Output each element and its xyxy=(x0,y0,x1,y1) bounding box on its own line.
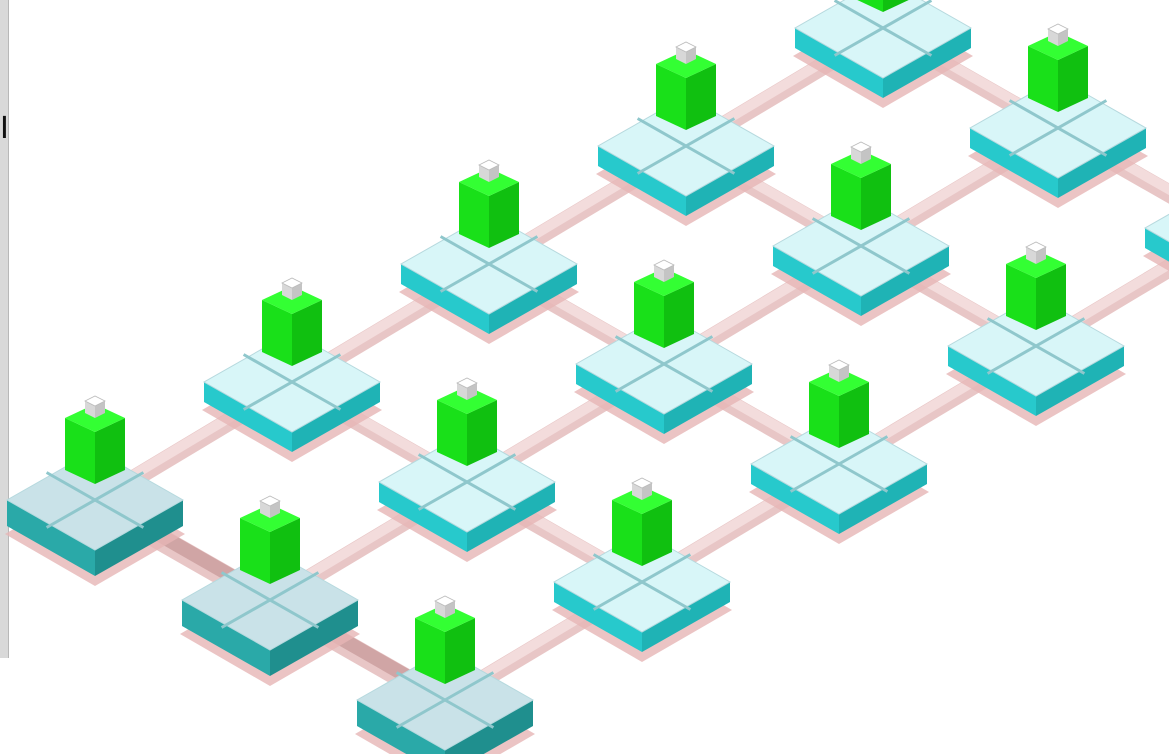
network-node-1-2 xyxy=(202,277,382,462)
green-cube-icon xyxy=(437,377,497,466)
cyan-platform-icon xyxy=(749,413,929,544)
green-cube-icon xyxy=(809,359,869,448)
green-cube-icon xyxy=(1006,241,1066,330)
cyan-platform-icon xyxy=(5,449,185,586)
cyan-platform-icon xyxy=(946,295,1126,426)
network-node-2-2 xyxy=(377,377,557,562)
network-node-1-1 xyxy=(5,395,185,586)
cyan-platform-icon xyxy=(793,0,973,108)
network-node-3-1 xyxy=(355,595,535,754)
network-node-1-3 xyxy=(399,159,579,344)
green-cube-icon xyxy=(612,477,672,566)
cyan-platform-icon xyxy=(771,195,951,326)
nodes-layer xyxy=(5,0,1169,754)
green-cube-icon xyxy=(415,595,475,684)
green-cube-icon xyxy=(634,259,694,348)
green-cube-icon xyxy=(65,395,125,484)
network-node-3-2 xyxy=(552,477,732,662)
green-cube-icon xyxy=(240,495,300,584)
cyan-platform-icon xyxy=(399,213,579,344)
network-node-2-1 xyxy=(180,495,360,686)
edge-glyph: I xyxy=(0,111,9,146)
cyan-platform-icon xyxy=(552,531,732,662)
cyan-platform-icon xyxy=(355,649,535,754)
network-node-2-5 xyxy=(968,23,1148,208)
window-left-edge xyxy=(0,0,9,658)
green-cube-icon xyxy=(656,41,716,130)
network-node-3-4 xyxy=(946,241,1126,426)
network-node-2-4 xyxy=(771,141,951,326)
cyan-platform-icon xyxy=(377,431,557,562)
network-node-2-3 xyxy=(574,259,754,444)
network-node-3-3 xyxy=(749,359,929,544)
cyan-platform-icon xyxy=(968,77,1148,208)
cyan-platform-icon xyxy=(180,549,360,686)
cyan-platform-icon xyxy=(1143,213,1169,272)
green-cube-icon xyxy=(459,159,519,248)
green-cube-icon xyxy=(1028,23,1088,112)
green-cube-icon xyxy=(262,277,322,366)
cyan-platform-icon xyxy=(574,313,754,444)
cyan-platform-icon xyxy=(202,331,382,462)
green-cube-icon xyxy=(857,0,909,12)
network-node-3-5 xyxy=(1143,213,1169,272)
network-node-1-5 xyxy=(793,0,973,108)
network-node-1-4 xyxy=(596,41,776,226)
green-cube-icon xyxy=(831,141,891,230)
cyan-platform-icon xyxy=(596,95,776,226)
